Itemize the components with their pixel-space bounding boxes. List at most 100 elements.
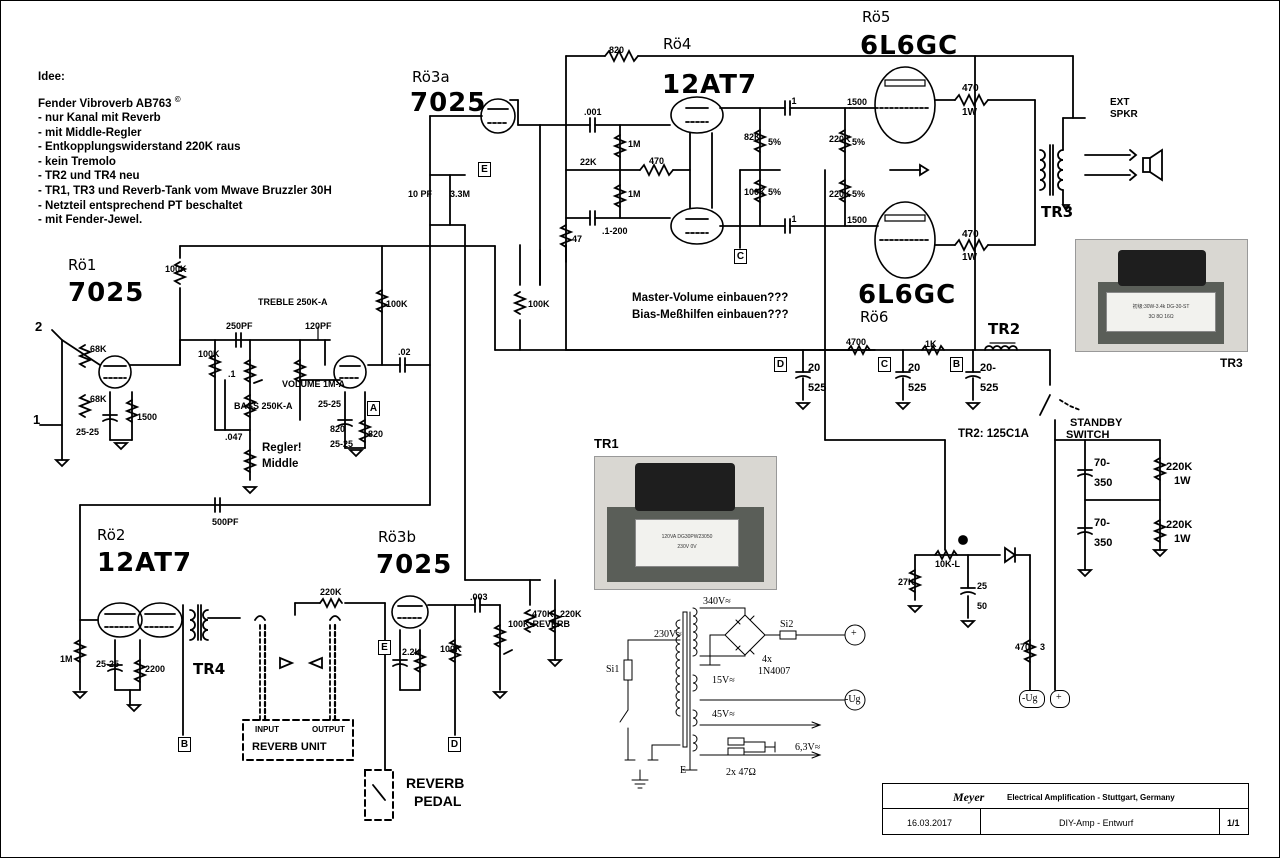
- c525c-label: 525: [980, 382, 999, 394]
- c1-ro1-label: .1: [228, 369, 236, 379]
- c20b-label: 20: [908, 362, 921, 374]
- r220k-c-label: 220K: [320, 587, 342, 597]
- tag-b-1: B: [950, 357, 963, 372]
- notes-line: - nur Kanal mit Reverb: [38, 112, 161, 125]
- c20a-label: 20: [808, 362, 821, 374]
- w1b-label: 1W: [962, 252, 977, 263]
- tag-e-2: E: [378, 640, 391, 655]
- ro1-type: 7025: [68, 278, 145, 308]
- c70b-label: 70-: [1094, 517, 1110, 529]
- tag-c-2: C: [878, 357, 891, 372]
- r220k-a-label: 220K: [829, 134, 851, 144]
- notes-line: - Entkopplungswiderstand 220K raus: [38, 141, 241, 154]
- ro1-name: Rö1: [68, 256, 97, 274]
- ro3a-name: Rö3a: [412, 68, 450, 86]
- r3-3m-label: 3.3M: [450, 189, 471, 199]
- tr1-label: TR1: [594, 436, 619, 451]
- tr3-coil: [1118, 250, 1206, 286]
- volume-label: VOLUME 1M-A: [282, 379, 345, 389]
- r1m-b-label: 1M: [628, 189, 641, 199]
- r82k-label: 82K: [744, 132, 761, 142]
- r5pb-label: 5%: [768, 187, 782, 197]
- regler-note: Regler!: [262, 442, 302, 454]
- notes-line: - mit Fender-Jewel.: [38, 214, 143, 227]
- r220k-f-label: 220K: [1166, 519, 1193, 531]
- psu-minus-ug: -Ug: [845, 694, 861, 705]
- reverb-output-label: OUTPUT: [312, 725, 345, 734]
- ext-spkr-label-1: EXT: [1110, 97, 1130, 108]
- ro4-name: Rö4: [663, 35, 692, 53]
- tr3-photo: 初级:30W-3.4k DG-30-ST 3Ω 8Ω 16Ω: [1075, 239, 1248, 352]
- notes-title: Fender Vibroverb AB763 ©: [38, 94, 181, 110]
- w3-label: 3: [1040, 642, 1046, 652]
- r470w1-label: 470: [962, 83, 979, 94]
- r68k-a-label: 68K: [90, 344, 107, 354]
- r10pf-label: 10 PF: [408, 189, 433, 199]
- title-sheet: 1/1: [1227, 818, 1240, 828]
- ro3b-type: 7025: [376, 550, 453, 580]
- c02-label: .02: [398, 347, 411, 357]
- psu-v230: 230V≈: [654, 629, 682, 640]
- bias-pot-label: 10K-L: [935, 559, 961, 569]
- reverb-pedal-label-2: PEDAL: [414, 793, 462, 809]
- tag-d-2: D: [448, 737, 461, 752]
- title-company: Electrical Amplification - Stuttgart, Ge…: [1007, 793, 1175, 802]
- ro5-type: 6L6GC: [860, 31, 959, 61]
- tr2-label: TR2: [988, 320, 1021, 338]
- ro3b-name: Rö3b: [378, 528, 416, 546]
- r5pa-label: 5%: [768, 137, 782, 147]
- tr1-plate-line-1: 120VA DG30PW23050: [661, 534, 713, 540]
- c70a-label: 70-: [1094, 457, 1110, 469]
- tr1-plate: 120VA DG30PW23050 230V 0V: [635, 519, 739, 567]
- tr3-photo-label: TR3: [1220, 356, 1243, 370]
- tr1-coil: [635, 463, 735, 511]
- r1500c-label: 1500: [137, 412, 158, 422]
- r470k-label: 470K: [532, 609, 554, 619]
- treble-label: TREBLE 250K-A: [258, 297, 328, 307]
- c25-25b-label: 25-25: [318, 399, 342, 409]
- c1a-label: .1: [789, 96, 797, 106]
- standby-label-2: SWITCH: [1066, 429, 1110, 441]
- jack-1-label: 1: [33, 412, 41, 427]
- c350b-label: 350: [1094, 537, 1113, 549]
- jack-2-label: 2: [35, 319, 43, 334]
- title-brand: Meyer: [953, 790, 985, 804]
- tag-a-1: A: [367, 401, 380, 416]
- r100k-a-label: 100K: [528, 299, 550, 309]
- psu-diodes-2: 1N4007: [758, 666, 791, 677]
- tr3-plate: 初级:30W-3.4k DG-30-ST 3Ω 8Ω 16Ω: [1106, 292, 1216, 332]
- r47-label: 47: [572, 234, 583, 244]
- r100k-f-label: 100K: [440, 644, 462, 654]
- r820b-label: 820: [330, 424, 346, 434]
- tr3-plate-line-2: 3Ω 8Ω 16Ω: [1148, 314, 1174, 320]
- reverb-unit-label: REVERB UNIT: [252, 741, 327, 753]
- c350a-label: 350: [1094, 477, 1113, 489]
- c25-50-label: 25: [977, 581, 988, 591]
- psu-v45: 45V≈: [712, 709, 735, 720]
- c25-25c-label: 25-25: [330, 439, 354, 449]
- c250pf-label: 250PF: [226, 321, 253, 331]
- w1d-label: 1W: [1174, 533, 1191, 545]
- r100k-c-label: 100K: [386, 299, 408, 309]
- c120pf-label: 120PF: [305, 321, 332, 331]
- r27k-label: 27K: [898, 577, 915, 587]
- middle-note: Middle: [262, 458, 299, 470]
- tr3-label: TR3: [1041, 203, 1074, 221]
- ro6-name: Rö6: [860, 308, 889, 326]
- psu-v340: 340V≈: [703, 596, 731, 607]
- psu-si1: Si1: [606, 664, 620, 675]
- master-volume-note: Master-Volume einbauen???: [632, 292, 789, 304]
- r470-3-label: 470: [1015, 642, 1031, 652]
- tr2-note: TR2: 125C1A: [958, 428, 1029, 440]
- notes-line: - TR1, TR3 und Reverb-Tank vom Mwave Bru…: [38, 184, 332, 197]
- bias-note: Bias-Meßhilfen einbauen???: [632, 309, 789, 321]
- w1a-label: 1W: [962, 107, 977, 118]
- reverb-pedal-label-1: REVERB: [406, 775, 465, 791]
- r100k-e-label: 100K: [198, 349, 220, 359]
- bottom-ug-terminal: [1019, 690, 1045, 708]
- r2-2k-label: 2.2K: [402, 647, 422, 657]
- c20c-label: 20-: [980, 362, 996, 374]
- r220k-e-label: 220K: [1166, 461, 1193, 473]
